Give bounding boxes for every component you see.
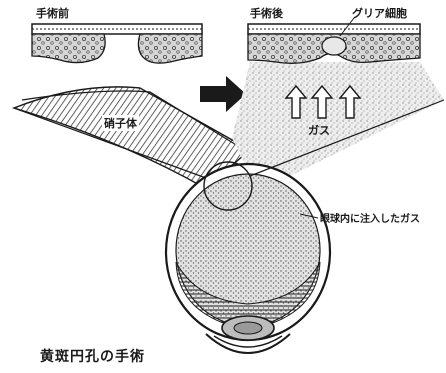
- gas-label: ガス: [308, 122, 330, 138]
- before-panel: [14, 24, 250, 188]
- after-label: 手術後: [250, 5, 283, 21]
- retina-layer-right-before: [138, 34, 202, 63]
- diagram-title: 黄斑円孔の手術: [40, 346, 145, 366]
- glia-label: グリア細胞: [352, 5, 407, 21]
- retina-layer-left-before: [32, 34, 105, 63]
- transition-arrow-icon: [200, 76, 246, 112]
- vitreous-label: 硝子体: [102, 115, 139, 131]
- before-label: 手術前: [36, 5, 69, 21]
- glial-cell: [322, 37, 346, 55]
- injected-gas-label: 眼球内に注入したガス: [320, 210, 420, 225]
